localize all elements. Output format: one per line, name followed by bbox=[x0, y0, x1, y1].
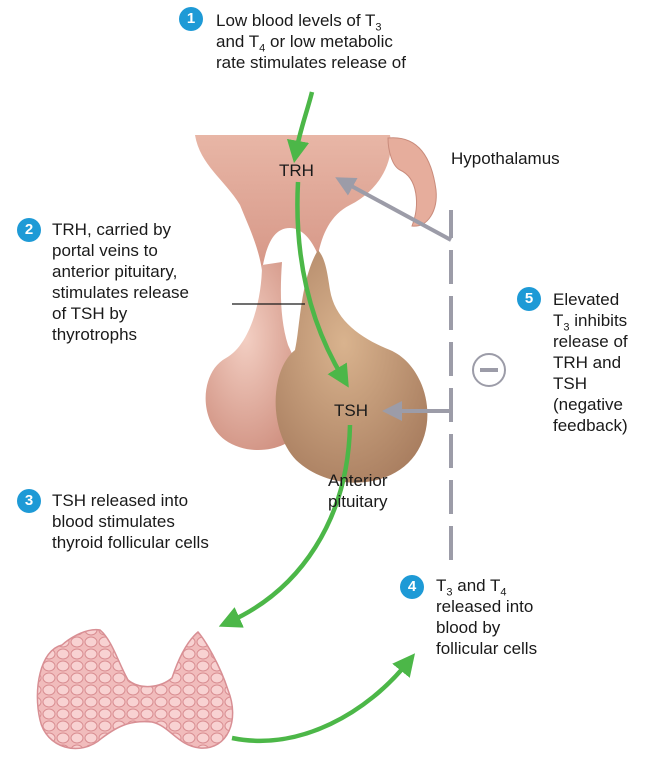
trh-label: TRH bbox=[279, 161, 314, 181]
thyroid-gland bbox=[37, 630, 232, 749]
step-3-badge: 3 bbox=[17, 489, 41, 513]
step-4-badge: 4 bbox=[400, 575, 424, 599]
step-1-text: Low blood levels of T3 and T4 or low met… bbox=[216, 10, 406, 73]
arrow-thyroid-to-blood bbox=[232, 662, 408, 741]
inhibit-symbol-minus bbox=[480, 368, 498, 372]
hypothalamus-label: Hypothalamus bbox=[451, 148, 560, 169]
tsh-label: TSH bbox=[334, 401, 368, 421]
step-3-text: TSH released into blood stimulates thyro… bbox=[52, 490, 209, 553]
step-5-badge: 5 bbox=[517, 287, 541, 311]
hypothalamus-tissue bbox=[195, 135, 391, 270]
step-2-badge: 2 bbox=[17, 218, 41, 242]
step-5-text: Elevated T3 inhibits release of TRH and … bbox=[553, 289, 628, 436]
anterior-pituitary-label: Anterior pituitary bbox=[328, 470, 388, 512]
anterior-pituitary bbox=[276, 250, 428, 483]
step-1-badge: 1 bbox=[179, 7, 203, 31]
hypothalamus-fold bbox=[388, 138, 436, 226]
step-4-text: T3 and T4 released into blood by follicu… bbox=[436, 575, 537, 659]
step-2-text: TRH, carried by portal veins to anterior… bbox=[52, 219, 189, 345]
